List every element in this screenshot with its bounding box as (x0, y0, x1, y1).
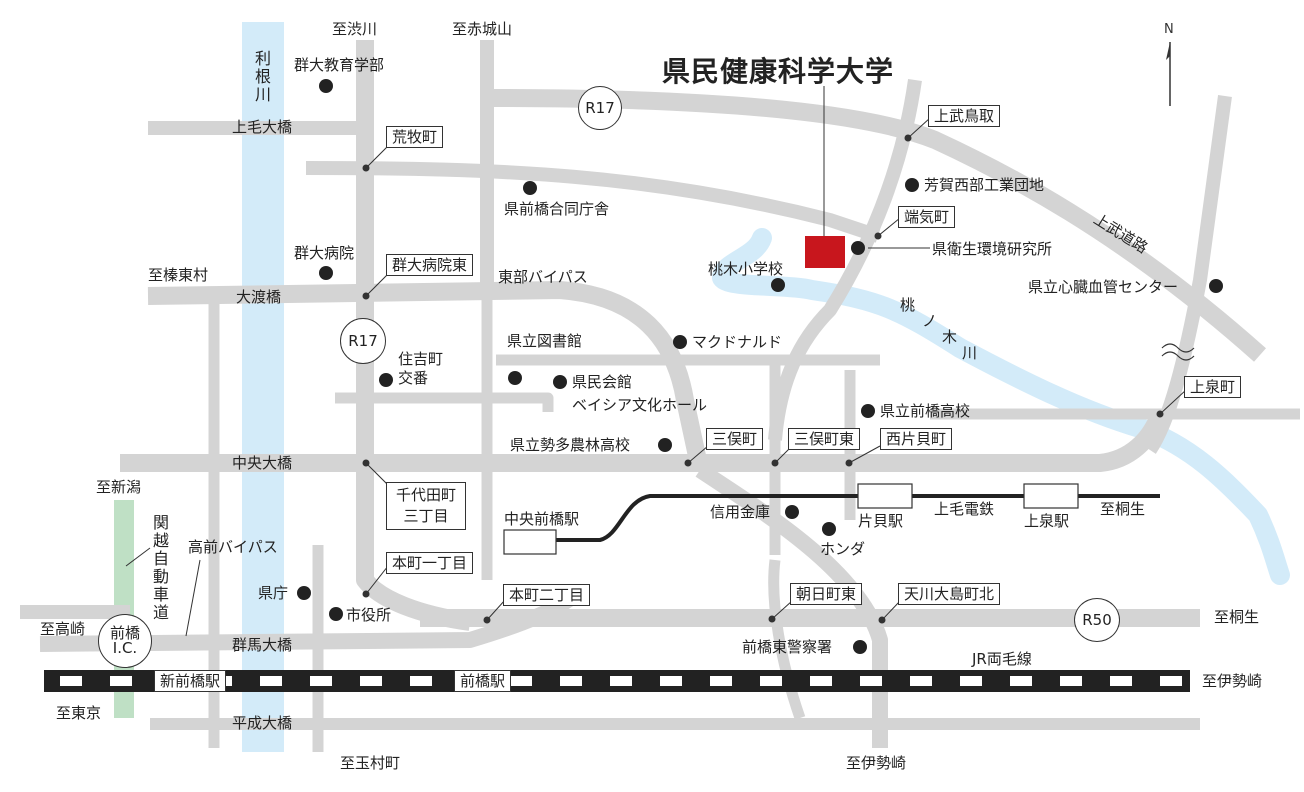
station-box-kamiizumi (1023, 483, 1079, 509)
landmark-shinyo-kinko: 信用金庫 (710, 503, 771, 521)
bridge-kamike: 上毛大橋 (232, 118, 293, 136)
north-arrow-icon (1166, 42, 1171, 106)
landmark-kenmin-kaikan: 県民会館 (572, 373, 633, 391)
university-marker-icon (805, 236, 845, 268)
landmark-shiyakusho: 市役所 (346, 606, 392, 624)
momonoki-river-char-1: 桃 (900, 296, 916, 314)
bridge-heisei: 平成大橋 (232, 714, 293, 732)
compass-label: N (1164, 22, 1174, 37)
landmark-gundai-kyoiku: 群大教育学部 (294, 56, 385, 74)
bridge-gunma: 群馬大橋 (232, 636, 293, 654)
intersection-chiyoda: 千代田町 三丁目 (386, 482, 467, 530)
landmark-haga-kogyo: 芳賀西部工業団地 (924, 176, 1045, 194)
direction-shinto: 至榛東村 (148, 266, 209, 284)
station-box-chuo-maebashi (503, 529, 557, 555)
intersection-asahi-higashi: 朝日町東 (790, 583, 863, 605)
direction-takasaki: 至高崎 (40, 620, 86, 638)
road-kamiizumi (1144, 95, 1232, 454)
station-maebashi: 前橋駅 (454, 670, 512, 692)
intersection-haki: 端気町 (898, 206, 956, 228)
road-chuo (120, 410, 1169, 472)
landmark-maebashi-hs: 県立前橋高校 (880, 402, 971, 420)
landmark-seta-norin: 県立勢多農林高校 (510, 436, 631, 454)
landmark-mcdonald: マクドナルド (692, 333, 783, 351)
tone-river (242, 22, 284, 752)
station-chuo-maebashi: 中央前橋駅 (504, 510, 580, 528)
intersection-honmachi2: 本町二丁目 (503, 584, 591, 606)
intersection-kamiizumi: 上泉町 (1184, 376, 1242, 398)
landmark-toshokan: 県立図書館 (507, 332, 583, 350)
momonoki-river (712, 228, 1290, 585)
rail-label-jomo: 上毛電鉄 (934, 500, 995, 518)
direction-isesaki-south: 至伊勢崎 (846, 754, 907, 772)
intersection-honmachi1: 本町一丁目 (386, 552, 474, 574)
direction-shibukawa: 至渋川 (332, 20, 378, 38)
landmark-keisatsu: 前橋東警察署 (742, 638, 833, 656)
route-badge-r50: R50 (1074, 598, 1120, 642)
station-box-katakai (857, 483, 913, 509)
landmark-kencho: 県庁 (258, 584, 289, 602)
landmark-dot-icon (297, 79, 1223, 654)
direction-tokyo: 至東京 (56, 704, 102, 722)
intersection-kamitakeshi: 上武鳥取 (928, 105, 1001, 127)
direction-tamamura: 至玉村町 (340, 754, 401, 772)
intersection-amagawa: 天川大島町北 (898, 583, 1001, 605)
direction-kiryu-road: 至桐生 (1214, 608, 1260, 626)
momonoki-river-char-3: 木 (942, 328, 958, 346)
landmark-sumiyoshi: 住吉町 交番 (398, 350, 444, 387)
road-asahi-v (768, 559, 806, 720)
road-owatari (147, 281, 709, 472)
momonoki-river-char-2: ノ (922, 312, 938, 330)
landmark-eisei-kenkyu: 県衛生環境研究所 (932, 240, 1053, 258)
intersection-nishikatakai: 西片貝町 (880, 428, 953, 450)
jr-ryomo-line (44, 670, 1190, 692)
road-cross-sumiyoshi (335, 392, 554, 412)
bridge-chuo: 中央大橋 (232, 454, 293, 472)
intersection-aramaki: 荒牧町 (386, 126, 444, 148)
direction-isesaki-east: 至伊勢崎 (1202, 672, 1263, 690)
route-badge-maebashi-ic: 前橋 I.C. (98, 614, 152, 668)
rail-label-ryomo: JR両毛線 (972, 650, 1032, 668)
road-break-mark (1161, 343, 1195, 361)
intersection-sanmata-higashi: 三俣町東 (788, 428, 861, 450)
intersection-gundai-byoin-higashi: 群大病院東 (386, 254, 474, 276)
direction-niigata: 至新潟 (96, 478, 142, 496)
kanetsu-expressway-label: 関越自動車道 (152, 513, 169, 622)
landmark-gundai-byoin: 群大病院 (294, 244, 355, 262)
bridge-owatari: 大渡橋 (236, 288, 282, 306)
momonoki-river-char-4: 川 (962, 344, 978, 362)
intersection-sanmata: 三俣町 (706, 428, 764, 450)
road-kamitakeshi (768, 79, 922, 441)
landmark-momonoki-sho: 桃木小学校 (708, 260, 784, 278)
station-katakai: 片貝駅 (858, 512, 904, 530)
road-label-tobu-bypass: 東部バイパス (498, 268, 588, 286)
road-aramaki (305, 161, 881, 243)
direction-kiryu-rail: 至桐生 (1100, 500, 1146, 518)
road-label-takamae-bypass: 高前バイパス (188, 538, 278, 556)
landmark-kencho-godo: 県前橋合同庁舎 (504, 200, 610, 218)
route-badge-r17-top: R17 (578, 86, 622, 130)
page-title: 県民健康科学大学 (662, 55, 895, 88)
road-asahi-diag (695, 463, 888, 748)
direction-akagiyama: 至赤城山 (452, 20, 513, 38)
landmark-beisia: ベイシア文化ホール (572, 396, 708, 414)
jomo-railway (556, 494, 1160, 542)
station-kamiizumi: 上泉駅 (1024, 512, 1070, 530)
station-shin-maebashi: 新前橋駅 (154, 670, 227, 692)
road-r17-north (489, 89, 1266, 362)
landmark-shinzo-center: 県立心臓血管センター (1028, 278, 1179, 296)
tone-river-label: 利根川 (254, 49, 271, 104)
route-badge-r17-left: R17 (340, 318, 386, 364)
landmark-honda: ホンダ (820, 540, 866, 558)
